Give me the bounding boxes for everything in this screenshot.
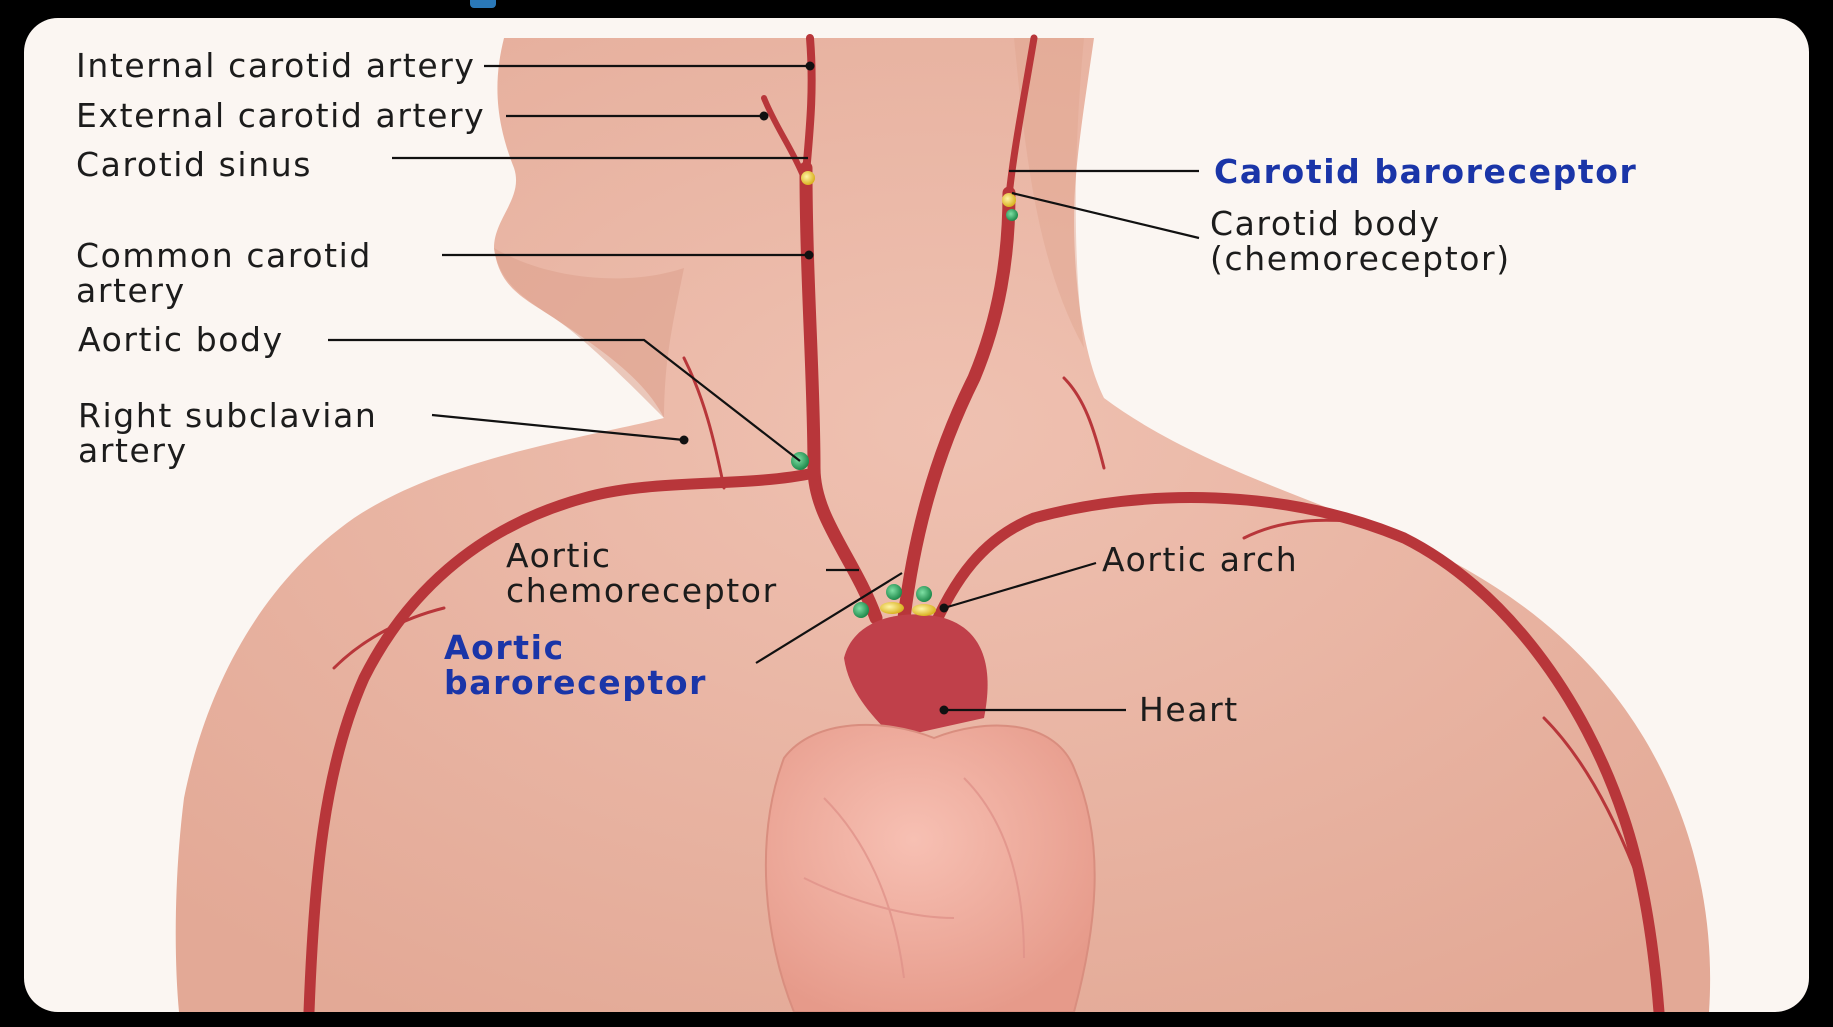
title-accent-fragment [470, 0, 496, 8]
label-internal-carotid-artery: Internal carotid artery [76, 48, 476, 83]
left-carotid-baroreceptor [1002, 193, 1016, 207]
label-carotid-body: Carotid body (chemoreceptor) [1210, 206, 1511, 276]
carotid-sinus-baroreceptor [801, 171, 815, 185]
label-external-carotid-artery: External carotid artery [76, 98, 485, 133]
aortic-baroreceptor-dot [880, 602, 904, 614]
label-aortic-baroreceptor: Aortic baroreceptor [444, 630, 707, 700]
aortic-baroreceptor-dot [912, 604, 936, 616]
label-heart: Heart [1139, 692, 1239, 727]
label-aortic-arch: Aortic arch [1102, 542, 1298, 577]
aortic-chemoreceptor-dot [916, 586, 932, 602]
aortic-chemoreceptor-dot [886, 584, 902, 600]
illustration-frame: Internal carotid artery External carotid… [24, 18, 1809, 1012]
label-carotid-sinus: Carotid sinus [76, 147, 312, 182]
label-right-subclavian-artery: Right subclavian artery [78, 398, 377, 468]
label-aortic-body: Aortic body [78, 322, 284, 357]
aortic-chemoreceptor-dot [853, 602, 869, 618]
label-common-carotid-artery: Common carotid artery [76, 238, 372, 308]
label-carotid-baroreceptor: Carotid baroreceptor [1214, 154, 1637, 189]
label-aortic-chemoreceptor: Aortic chemoreceptor [506, 538, 778, 608]
left-carotid-body [1006, 209, 1018, 221]
heart [766, 725, 1095, 1012]
